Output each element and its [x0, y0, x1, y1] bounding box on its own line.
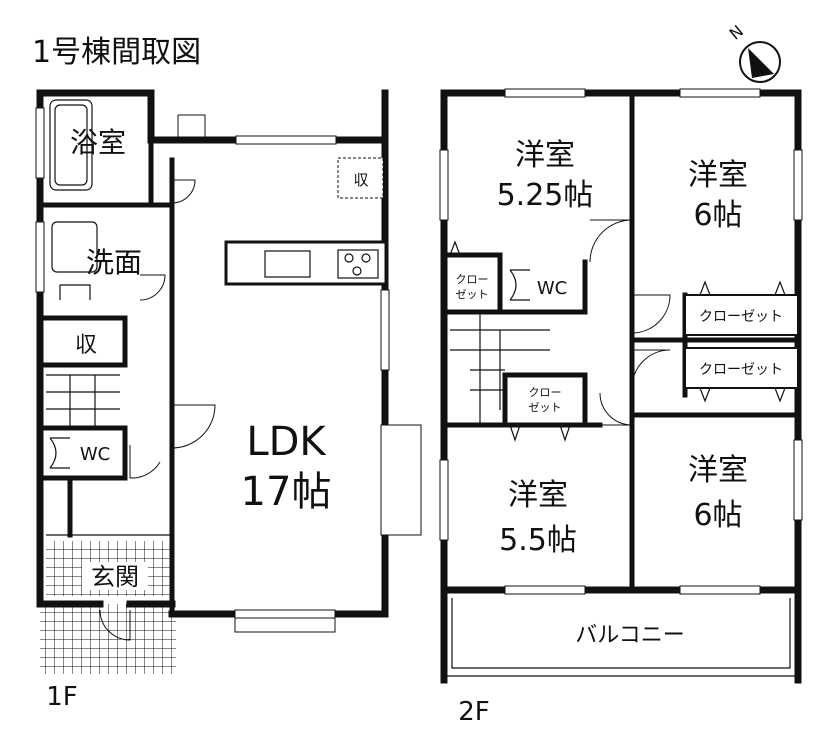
- plan-title: 1号棟間取図: [32, 35, 201, 70]
- room-western-5-5-size: 5.5帖: [499, 523, 577, 558]
- floor-1f-label: 1F: [46, 682, 78, 712]
- closet-small-a-label-2: ゼット: [456, 288, 489, 301]
- room-western-5-5-label: 洋室: [508, 478, 568, 513]
- room-western-6-b-size: 6帖: [693, 498, 742, 533]
- room-bath-label: 浴室: [70, 126, 126, 159]
- floor-2f: [439, 88, 803, 684]
- closet-right-a-label: クローゼット: [699, 309, 783, 325]
- room-western-6-a-size: 6帖: [693, 198, 742, 233]
- room-western-6-a-label: 洋室: [688, 158, 748, 193]
- floor-1f: [35, 89, 422, 674]
- room-western-5-25-label: 洋室: [515, 138, 575, 173]
- closet-right-b-label: クローゼット: [699, 362, 783, 378]
- compass-label: N: [726, 21, 747, 43]
- balcony-label: バルコニー: [575, 623, 685, 648]
- room-wc-2f-label: WC: [537, 278, 567, 299]
- floor-2f-label: 2F: [458, 697, 490, 727]
- room-wc-1f-label: WC: [80, 444, 110, 465]
- closet-small-a-label-1: クロー: [456, 273, 489, 286]
- room-washroom-label: 洗面: [86, 246, 142, 279]
- room-storage-ldk-label: 収: [353, 171, 368, 189]
- room-western-6-b-label: 洋室: [688, 453, 748, 488]
- room-storage-1f-label: 収: [75, 333, 97, 358]
- north-arrow-icon: N: [726, 21, 781, 83]
- porch-tile: [40, 604, 176, 674]
- room-genkan-label: 玄関: [91, 563, 139, 591]
- room-ldk-label: LDK: [246, 419, 327, 465]
- closet-small-b-label-1: クロー: [529, 386, 562, 399]
- room-ldk-size: 17帖: [241, 469, 332, 515]
- room-western-5-25-size: 5.25帖: [497, 178, 594, 213]
- closet-small-b-label-2: ゼット: [529, 401, 562, 414]
